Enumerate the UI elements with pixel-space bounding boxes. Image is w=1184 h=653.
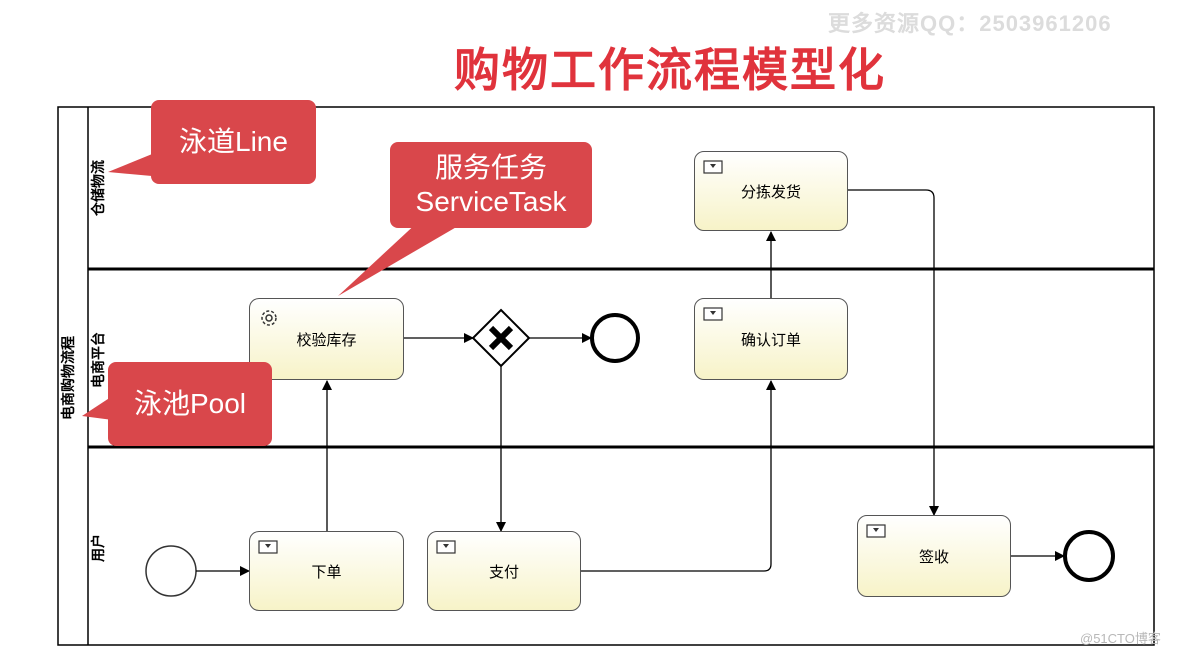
pool-frame: [57, 106, 1155, 646]
task-confirm-order[interactable]: 确认订单: [694, 298, 848, 380]
flow-pay-to-confirm: [581, 380, 776, 572]
flow-sort-to-sign: [848, 189, 939, 516]
user-task-icon: [436, 540, 456, 554]
lane-label-warehouse: 仓储物流: [91, 160, 107, 216]
callout-pool-text: 泳池Pool: [133, 388, 247, 420]
callout-lane-text: 泳道Line: [179, 126, 288, 158]
pool-label: 电商购物流程: [61, 336, 77, 420]
exclusive-gateway: [471, 308, 531, 368]
user-task-icon: [703, 307, 723, 321]
lane-label-platform: 电商平台: [91, 332, 107, 388]
user-task-icon: [258, 540, 278, 554]
task-label: 下单: [311, 562, 342, 581]
callout-service-task-line1: 服务任务: [434, 152, 547, 184]
task-sort-ship[interactable]: 分拣发货: [694, 151, 848, 231]
task-label: 分拣发货: [740, 182, 801, 201]
callout-pool: 泳池Pool: [108, 362, 272, 446]
lane-label-user: 用户: [91, 534, 107, 562]
start-event: [145, 545, 197, 597]
user-task-icon: [866, 524, 886, 538]
task-label: 签收: [918, 547, 949, 566]
task-place-order[interactable]: 下单: [249, 531, 404, 611]
callout-service-task-line2: ServiceTask: [415, 186, 567, 217]
page-title: 购物工作流程模型化: [454, 43, 886, 97]
end-event-platform: [590, 313, 640, 363]
callout-lane: 泳道Line: [151, 100, 316, 184]
callout-service-task: 服务任务 ServiceTask: [390, 142, 592, 228]
corner-watermark: @51CTO博客: [1080, 631, 1161, 646]
task-label: 支付: [488, 562, 519, 581]
end-event-user: [1063, 530, 1115, 582]
user-task-icon: [703, 160, 723, 174]
task-pay[interactable]: 支付: [427, 531, 581, 611]
task-label: 校验库存: [296, 330, 357, 349]
gear-icon: [261, 310, 277, 326]
task-label: 确认订单: [740, 330, 801, 349]
task-sign[interactable]: 签收: [857, 515, 1011, 597]
callout-servicetask-pointer: [338, 220, 465, 296]
watermark-text: 更多资源QQ：2503961206: [828, 11, 1112, 36]
task-check-stock[interactable]: 校验库存: [249, 298, 404, 380]
